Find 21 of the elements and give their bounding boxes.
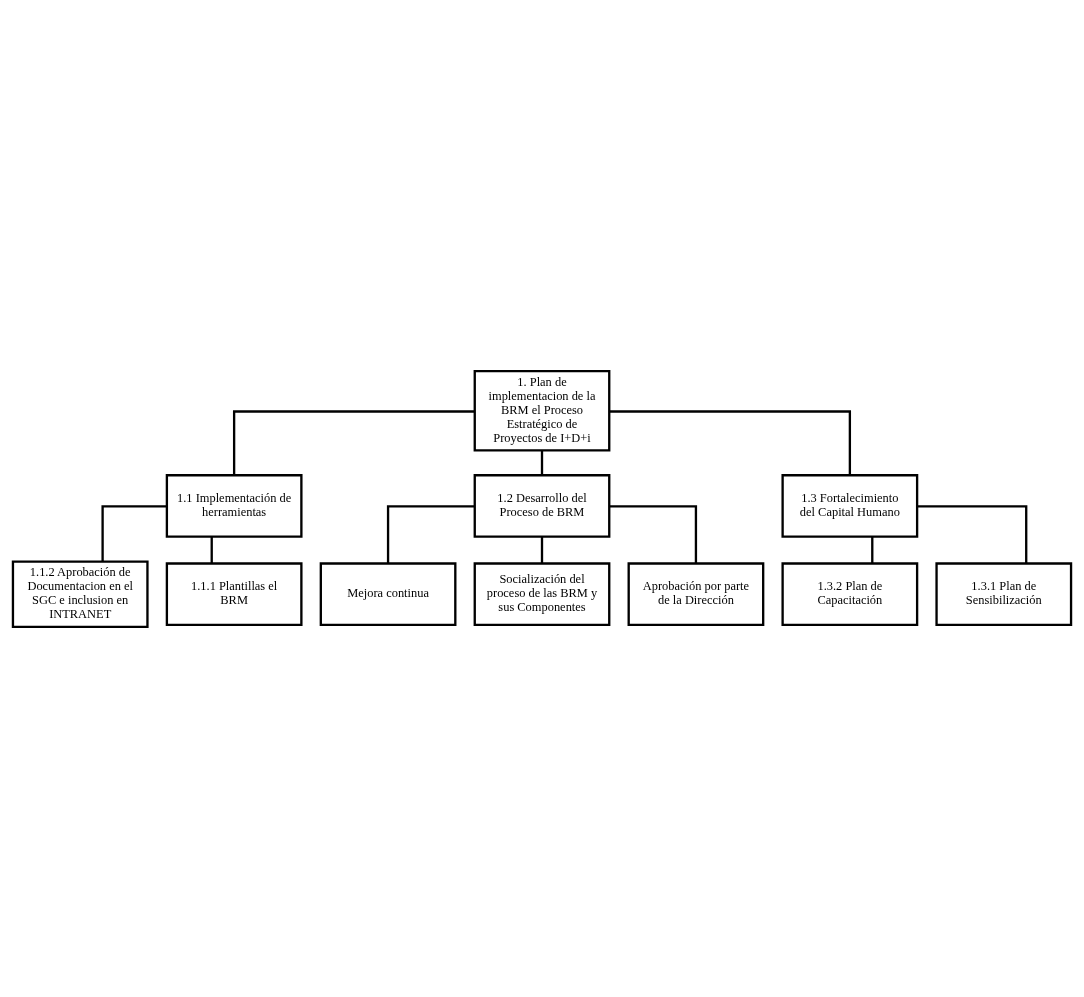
connector	[232, 409, 475, 475]
connector	[609, 409, 852, 475]
connector	[101, 504, 167, 561]
connector	[210, 536, 213, 563]
node-box: 1.3 Fortalecimiento del Capital Humano	[781, 473, 919, 538]
node-box: Aprobación por parte de la Dirección	[627, 561, 765, 626]
node-box: Mejora continua	[319, 561, 457, 626]
node-box: Socialización del proceso de las BRM y sus Componentes	[473, 561, 611, 626]
node-box: 1.2 Desarrollo del Proceso de BRM	[473, 473, 611, 538]
node-box: 1.1.2 Aprobación de Documentacion en el SGC e inclusion en INTRANET	[11, 559, 149, 628]
connector	[871, 536, 874, 563]
connector	[386, 504, 475, 563]
node-box: 1.1 Implementación de herramientas	[165, 473, 303, 538]
node-box: 1.1.1 Plantillas el BRM	[165, 561, 303, 626]
connector	[609, 504, 698, 563]
node-box: 1.3.1 Plan de Sensibilización	[935, 561, 1073, 626]
node-box: 1. Plan de implementacion de la BRM el Proceso Estratégico de Proyectos de I+D+i	[473, 369, 611, 452]
connector	[540, 450, 544, 475]
connector	[917, 504, 1028, 563]
node-box: 1.3.2 Plan de Capacitación	[781, 561, 919, 626]
connector	[540, 536, 544, 563]
